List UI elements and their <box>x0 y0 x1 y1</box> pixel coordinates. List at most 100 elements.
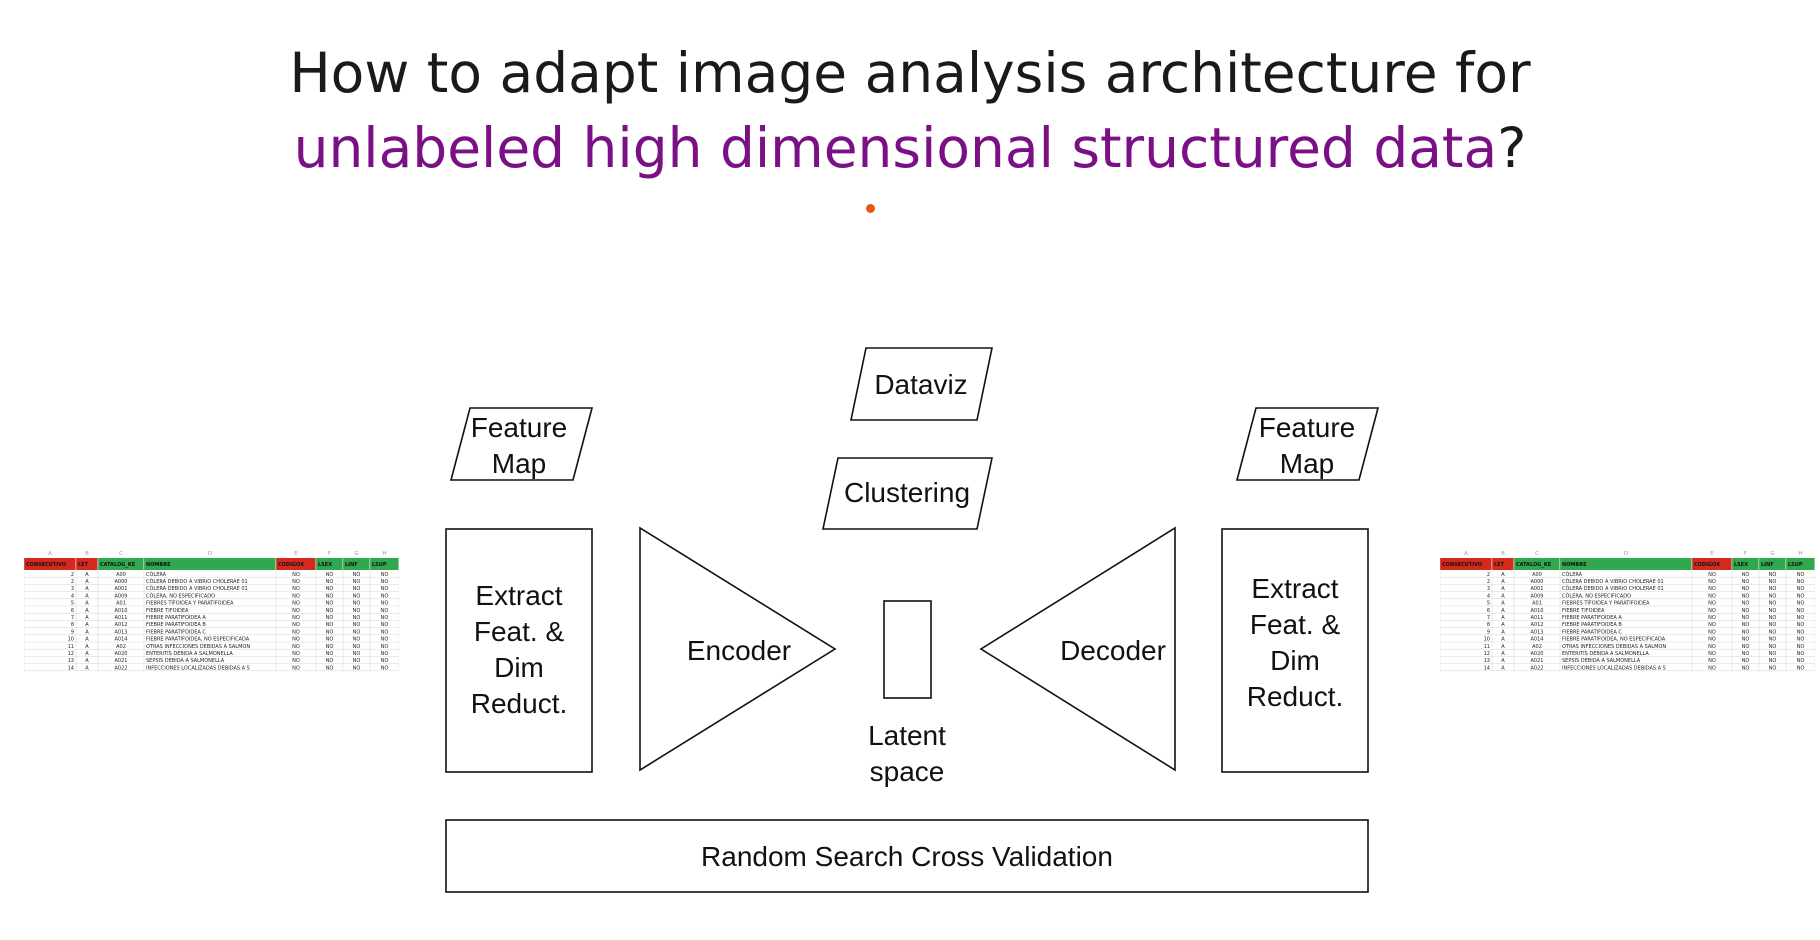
sheet-cell: A <box>1501 572 1505 578</box>
sheet-cell: 4 <box>1487 593 1490 599</box>
sheet-cell: A021 <box>1531 658 1544 664</box>
sheet-cell: NO <box>292 586 300 592</box>
sheet-column-letter: E <box>294 551 298 557</box>
sheet-cell: NO <box>381 586 389 592</box>
sheet-cell: NO <box>326 658 334 664</box>
sheet-cell: NO <box>381 593 389 599</box>
sheet-header-cell <box>24 558 76 570</box>
sheet-cell: CÓLERA, NO ESPECIFICADO <box>146 592 215 599</box>
sheet-cell: NO <box>292 658 300 664</box>
sheet-cell: NO <box>381 601 389 607</box>
sheet-cell: A022 <box>1531 665 1544 671</box>
sheet-header-label: LSEX <box>318 562 332 568</box>
sheet-cell: NO <box>1797 637 1805 643</box>
sheet-cell: NO <box>326 622 334 628</box>
sheet-cell: NO <box>353 593 361 599</box>
sheet-cell: 12 <box>68 651 74 657</box>
left-extract-line2: Feat. & <box>474 616 565 647</box>
sheet-cell: NO <box>326 644 334 650</box>
sheet-cell: NO <box>1742 658 1750 664</box>
sheet-cell: A009 <box>1531 593 1544 599</box>
sheet-cell: NO <box>1742 665 1750 671</box>
sheet-cell: NO <box>1769 615 1777 621</box>
sheet-cell: FIEBRE PARATIFOIDEA C <box>146 629 206 635</box>
sheet-header-label: CATALOG_KE <box>100 562 136 568</box>
left-feature-map-line1: Feature <box>471 412 568 443</box>
sheet-cell: NO <box>1769 586 1777 592</box>
sheet-cell: A010 <box>115 608 128 614</box>
sheet-cell: NO <box>292 608 300 614</box>
sheet-cell: OTRAS INFECCIONES DEBIDAS A SALMON <box>1562 644 1666 650</box>
sheet-header-cell <box>1514 558 1560 570</box>
sheet-cell: NO <box>1769 593 1777 599</box>
sheet-cell: A00 <box>116 572 126 578</box>
sheet-cell: A000 <box>115 579 128 585</box>
cross-validation-label: Random Search Cross Validation <box>701 841 1113 872</box>
sheet-cell: FIEBRE PARATIFOIDEA A <box>146 615 206 621</box>
sheet-cell: A01 <box>1532 601 1542 607</box>
sheet-cell: A <box>1501 658 1505 664</box>
sheet-cell: NO <box>1742 615 1750 621</box>
sheet-header-label: CODIGOX <box>1694 562 1720 568</box>
sheet-cell: NO <box>292 665 300 671</box>
sheet-cell: A <box>85 644 89 650</box>
sheet-cell: 3 <box>71 586 74 592</box>
sheet-cell: NO <box>1742 593 1750 599</box>
sheet-header-cell <box>343 558 370 570</box>
sheet-cell: A <box>85 572 89 578</box>
sheet-cell: 2 <box>1487 572 1490 578</box>
sheet-cell: NO <box>1769 665 1777 671</box>
sheet-column-letter: C <box>119 551 123 557</box>
sheet-cell: A <box>1501 593 1505 599</box>
sheet-cell: NO <box>1742 651 1750 657</box>
sheet-cell: OTRAS INFECCIONES DEBIDAS A SALMON <box>146 644 250 650</box>
sheet-cell: NO <box>353 629 361 635</box>
sheet-cell: NO <box>1708 579 1716 585</box>
sheet-header-label: LSEX <box>1734 562 1748 568</box>
sheet-cell: NO <box>381 579 389 585</box>
sheet-header-cell <box>276 558 316 570</box>
sheet-cell: A <box>1501 644 1505 650</box>
sheet-cell: NO <box>1769 644 1777 650</box>
sheet-cell: NO <box>1769 629 1777 635</box>
title-suffix: ? <box>1497 116 1527 180</box>
sheet-cell: NO <box>353 601 361 607</box>
sheet-cell: NO <box>1708 586 1716 592</box>
sheet-cell: NO <box>1708 637 1716 643</box>
sheet-cell: A013 <box>1531 629 1544 635</box>
right-extract-line4: Reduct. <box>1247 681 1344 712</box>
sheet-cell: CÓLERA, NO ESPECIFICADO <box>1562 592 1631 599</box>
sheet-cell: CÓLERA DEBIDO A VIBRIO CHOLERAE 01 <box>1562 578 1664 585</box>
sheet-cell: FIEBRES TIFOIDEA Y PARATIFOIDEA <box>146 601 234 607</box>
latent-space-box <box>883 600 932 699</box>
sheet-cell: NO <box>326 608 334 614</box>
sheet-cell: NO <box>292 637 300 643</box>
sheet-cell: FIEBRE PARATIFOIDEA, NO ESPECIFICADA <box>1562 637 1666 643</box>
sheet-cell: A010 <box>1531 608 1544 614</box>
decoder-label: Decoder <box>1060 635 1166 666</box>
sheet-cell: NO <box>1769 637 1777 643</box>
sheet-cell: NO <box>353 586 361 592</box>
sheet-cell: NO <box>353 615 361 621</box>
sheet-cell: 13 <box>1484 658 1490 664</box>
sheet-cell: NO <box>292 651 300 657</box>
sheet-cell: NO <box>381 629 389 635</box>
sheet-cell: A020 <box>115 651 128 657</box>
dataviz-label: Dataviz <box>874 369 967 400</box>
sheet-column-letter: D <box>1624 551 1628 557</box>
sheet-cell: 5 <box>1487 601 1490 607</box>
sheet-cell: 8 <box>71 622 74 628</box>
sheet-cell: A <box>85 622 89 628</box>
right-feature-map-shape <box>1235 407 1380 481</box>
sheet-cell: CÓLERA DEBIDO A VIBRIO CHOLERAE 01 <box>146 578 248 585</box>
sheet-cell: NO <box>1797 665 1805 671</box>
sheet-cell: NO <box>1797 586 1805 592</box>
sheet-cell: NO <box>292 644 300 650</box>
sheet-header-cell <box>98 558 144 570</box>
sheet-cell: A <box>85 665 89 671</box>
sheet-cell: A011 <box>115 615 128 621</box>
sheet-column-letter: C <box>1535 551 1539 557</box>
sheet-cell: A <box>85 629 89 635</box>
sheet-column-letter: F <box>328 551 331 557</box>
